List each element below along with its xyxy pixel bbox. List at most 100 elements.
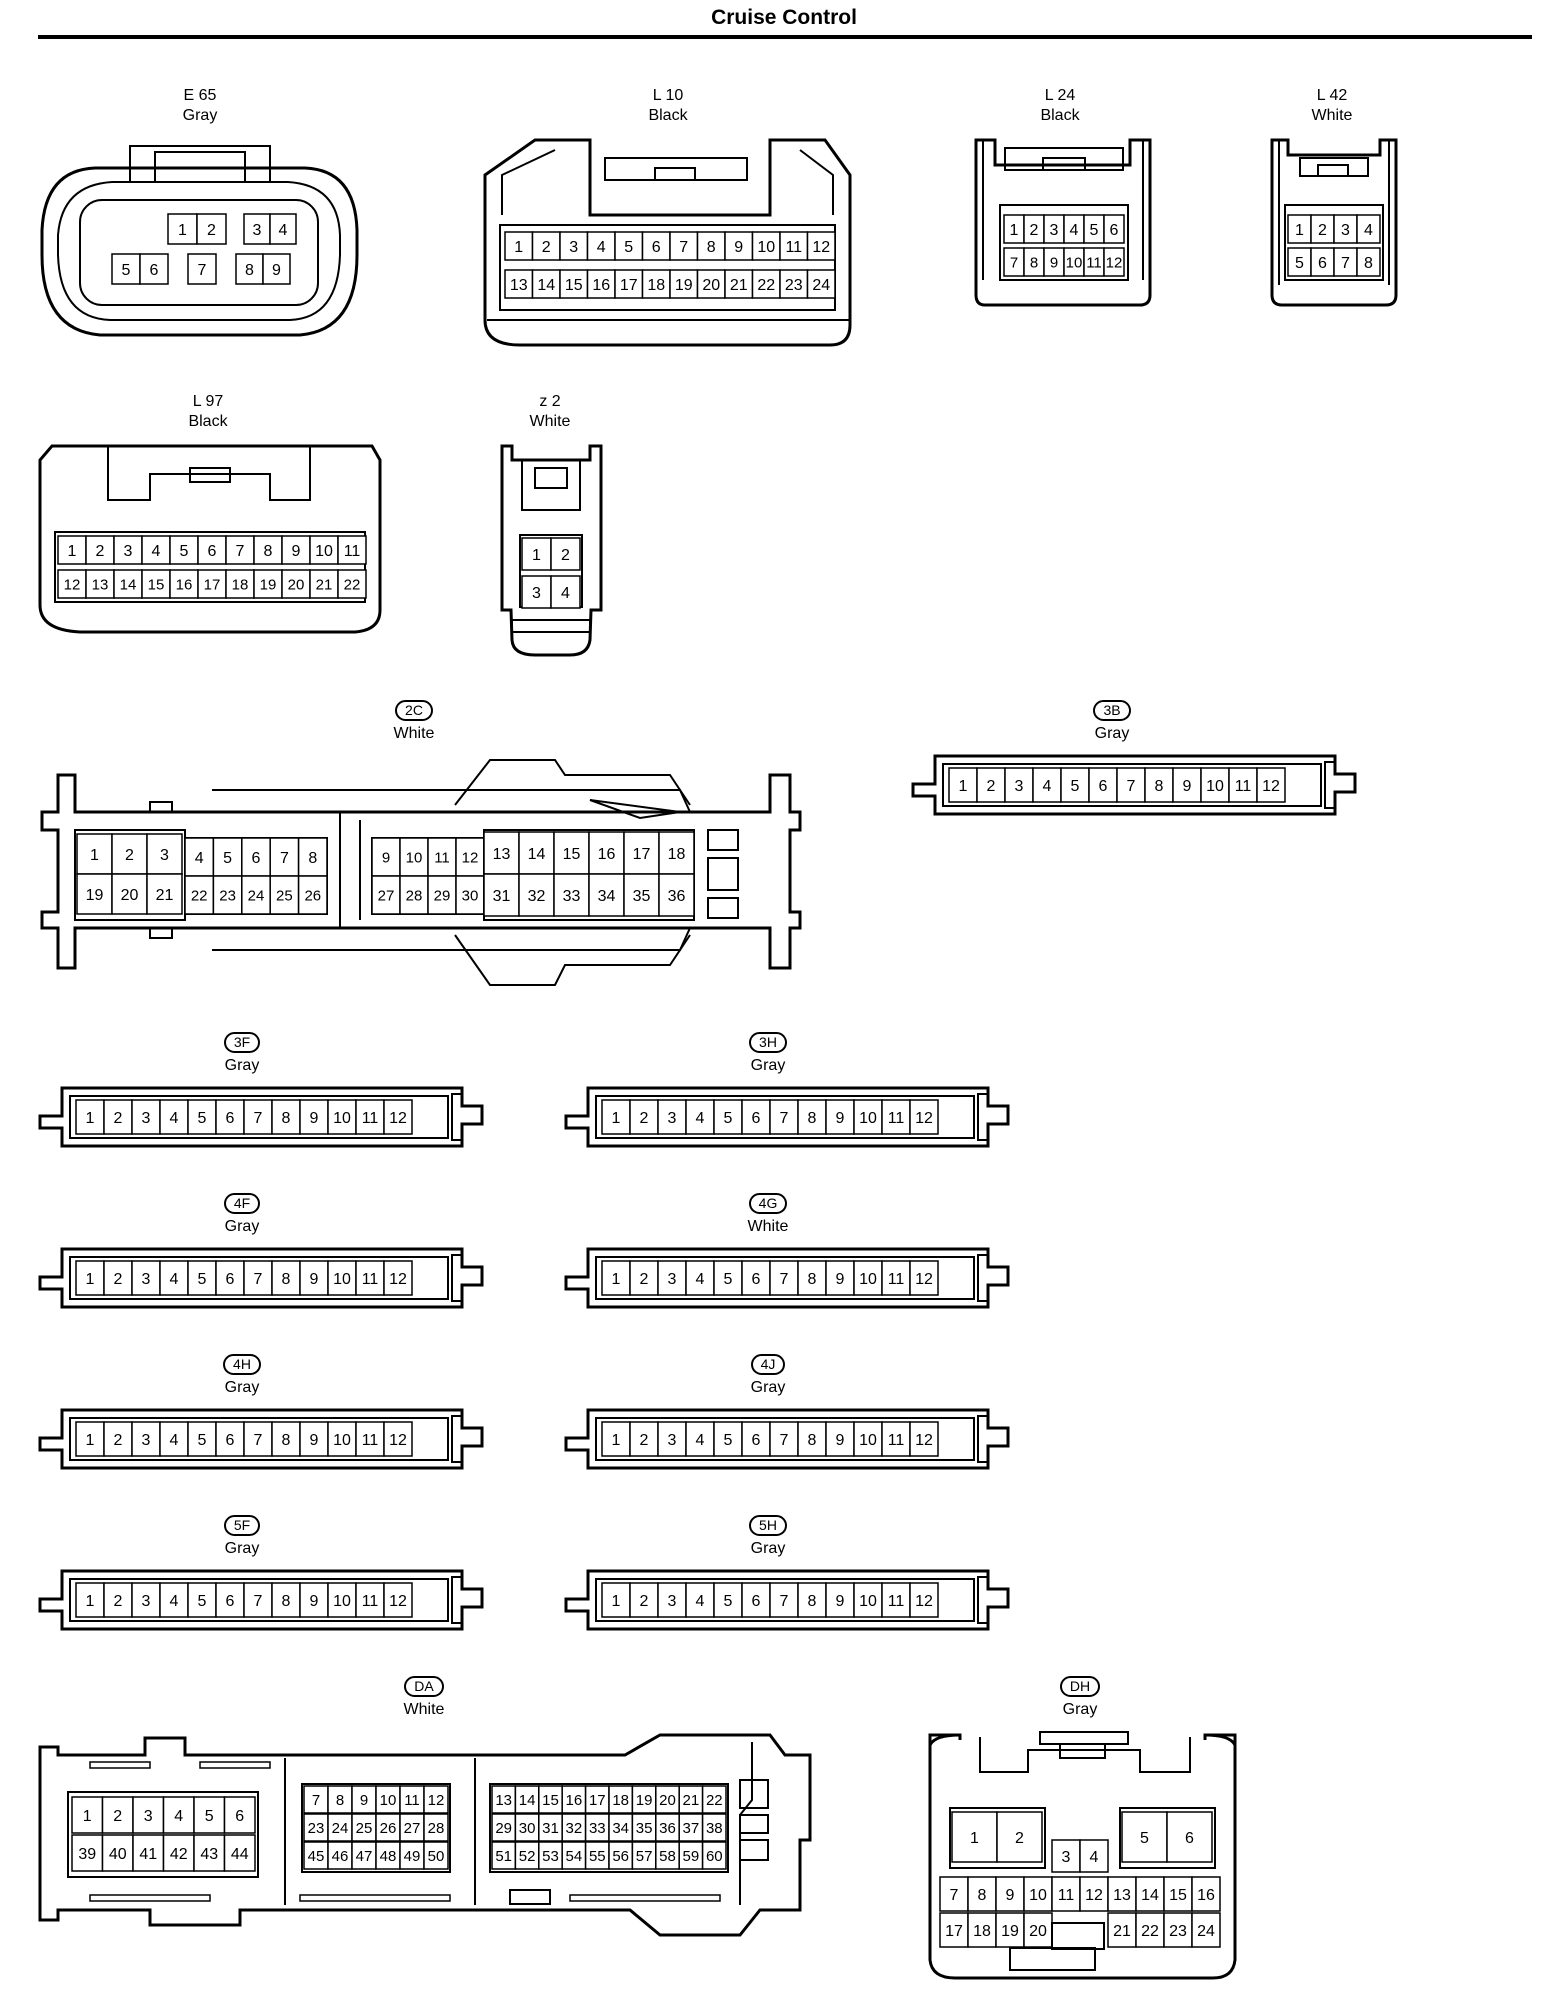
pin-number: 11 [362,1593,379,1610]
pin-number: 11 [1058,1887,1075,1904]
connector-outline [739,1779,769,1809]
connector-outline [1042,157,1086,171]
pin-cell [995,1876,1025,1912]
pin-cell [658,831,695,875]
pin-number: 9 [734,239,743,256]
connector-outline [38,1408,484,1470]
pin-number: 5 [198,1271,207,1288]
pin-cell [909,1260,939,1296]
connector-color: Black [188,413,228,430]
pin-cell [111,833,148,875]
pin-cell [399,1841,425,1870]
connector-outline [40,773,802,970]
pin-number: 8 [707,239,716,256]
connector-outline [739,1839,769,1861]
pin-number: 4 [279,222,288,239]
pin-cell [383,1421,413,1457]
pin-number: 7 [1341,255,1350,272]
connector-outline [911,754,1357,816]
pin-number: 1 [86,1593,95,1610]
pin-cell [427,875,457,915]
pin-number: 39 [78,1846,96,1863]
pin-number: 31 [542,1820,559,1837]
pin-number: 2 [640,1271,649,1288]
pin-number: 13 [493,846,511,863]
connector-outline [199,1761,271,1769]
connector-outline [942,763,1322,807]
connector-outline [707,857,739,891]
pin-number: 1 [178,222,187,239]
pin-number: 7 [254,1593,263,1610]
connector-outline [69,1417,449,1461]
pin-number: 10 [333,1271,351,1288]
pin-number: 10 [757,239,775,256]
pin-cell [701,1813,727,1842]
pin-number: 2 [640,1593,649,1610]
pin-number: 7 [950,1887,959,1904]
pin-cell [146,873,183,915]
pin-number: 8 [336,1792,344,1809]
pin-number: 12 [389,1432,407,1449]
connector-code: DH [1059,1676,1101,1697]
connector-outline [1051,1922,1105,1950]
pin-cell [657,1260,687,1296]
pin-cell [1356,214,1381,244]
pin-cell [713,1260,743,1296]
pin-number: 7 [679,239,688,256]
pin-number: 20 [702,277,720,294]
pin-number: 3 [668,1593,677,1610]
pin-number: 6 [235,1808,244,1825]
connector-code: L 24 [1044,87,1076,104]
pin-number: 6 [752,1432,761,1449]
connector-outline [89,1761,151,1769]
pin-number: 33 [589,1820,606,1837]
pin-number: 7 [780,1593,789,1610]
pin-cell [223,1796,256,1834]
pin-number: 15 [565,277,583,294]
connector-code: 4J [750,1354,786,1375]
pin-cell [504,269,534,299]
pin-cell [235,253,264,285]
pin-number: 14 [537,277,555,294]
pin-cell [521,575,552,609]
pin-cell [76,873,113,915]
connector-outline [999,204,1129,281]
pin-number: 56 [612,1848,629,1865]
pin-cell [71,1834,104,1872]
pin-number: 10 [333,1593,351,1610]
pin-cell [337,569,367,599]
pin-number: 9 [836,1110,845,1127]
connector-outline [38,1733,812,1937]
pin-number: 5 [198,1593,207,1610]
page-title: Cruise Control [711,6,857,29]
pin-number: 3 [1050,222,1059,239]
pin-number: 4 [561,585,570,602]
pin-cell [243,1099,273,1135]
pin-number: 29 [434,887,451,904]
pin-cell [588,873,625,917]
pin-number: 41 [139,1846,157,1863]
pin-number: 27 [378,887,395,904]
pin-cell [371,837,401,877]
connector-outline [1278,140,1390,285]
connector-outline [149,927,173,939]
connector-outline [564,1086,1010,1148]
pin-cell [215,1582,245,1618]
pin-number: 11 [362,1110,379,1127]
connector-outline [949,1807,1046,1869]
pin-number: 6 [752,1593,761,1610]
pin-cell [327,1582,357,1618]
connector-outline [38,1086,484,1148]
pin-cell [797,1260,827,1296]
pin-number: 21 [730,277,748,294]
pin-number: 22 [757,277,775,294]
pin-number: 11 [888,1432,905,1449]
pin-number: 48 [380,1848,397,1865]
pin-number: 14 [519,1792,536,1809]
pin-number: 5 [724,1110,733,1127]
pin-cell [281,569,311,599]
pin-number: 1 [970,1830,979,1847]
